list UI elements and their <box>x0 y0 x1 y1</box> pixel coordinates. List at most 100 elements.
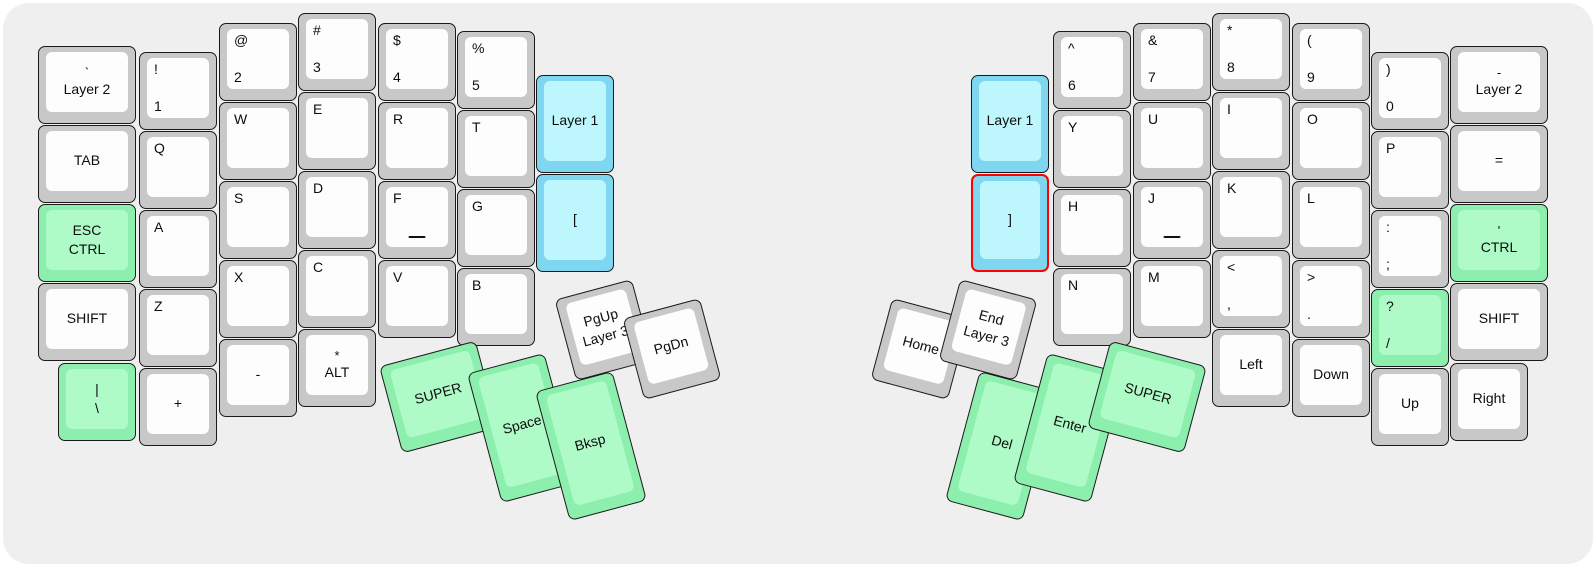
key-l-c6-r1[interactable]: %5 <box>457 31 535 109</box>
keycap-l-c3-r1: @2 <box>227 29 289 89</box>
key-r-c1-r1[interactable]: Layer 1 <box>971 75 1049 173</box>
key-l-c3-r3[interactable]: S <box>219 181 297 259</box>
key-r-c2-r3[interactable]: H <box>1053 189 1131 267</box>
key-l-c4-r5[interactable]: *ALT <box>298 329 376 407</box>
key-legend-main-l-c3-r5: - <box>255 366 261 383</box>
key-r-c5-r1[interactable]: (9 <box>1292 23 1370 101</box>
keycap-r-c5-r2: O <box>1300 108 1362 168</box>
key-r-c7-r3[interactable]: 'CTRL <box>1450 204 1548 282</box>
key-r-c6-r4[interactable]: ?/ <box>1371 289 1449 367</box>
keycap-r-c1-r1: Layer 1 <box>979 81 1041 161</box>
key-r-c5-r5[interactable]: Down <box>1292 339 1370 417</box>
key-r-c6-r5[interactable]: Up <box>1371 368 1449 446</box>
key-r-c6-r2[interactable]: P <box>1371 131 1449 209</box>
key-l-c1-r4[interactable]: SHIFT <box>38 283 136 361</box>
key-r-c5-r4[interactable]: >. <box>1292 260 1370 338</box>
keycap-r-c2-r1: ^6 <box>1061 37 1123 97</box>
keycap-l-c7-r1: Layer 1 <box>544 81 606 161</box>
keycap-l-c6-r4: B <box>465 274 527 334</box>
key-legend-top-l-c1-r5: | <box>95 381 99 398</box>
key-legend-main-r-c5-r2: O <box>1307 111 1318 127</box>
keycap-l-c2-r4: Z <box>147 295 209 355</box>
keycap-l-c5-r1: $4 <box>386 29 448 89</box>
key-r-c2-r4[interactable]: N <box>1053 268 1131 346</box>
keycap-r-c2-r2: Y <box>1061 116 1123 176</box>
key-r-c3-r4[interactable]: M <box>1133 260 1211 338</box>
key-legend-main-r-c3-r2: U <box>1148 111 1159 127</box>
key-legend-main-r-t-super: SUPER <box>1122 379 1174 408</box>
key-legend-main-r-c6-r5: Up <box>1401 395 1419 412</box>
key-legend-top-l-c4-r5: * <box>334 348 340 364</box>
key-legend-main-r-t-del: Del <box>989 432 1015 454</box>
key-legend-main-r-c1-r1: Layer 1 <box>986 112 1034 129</box>
key-l-c2-r1[interactable]: !1 <box>139 52 217 130</box>
key-l-c2-r3[interactable]: A <box>139 210 217 288</box>
key-l-c6-r2[interactable]: T <box>457 110 535 188</box>
key-l-c3-r2[interactable]: W <box>219 102 297 180</box>
key-r-c4-r2[interactable]: I <box>1212 92 1290 170</box>
key-r-c5-r2[interactable]: O <box>1292 102 1370 180</box>
keycap-l-c6-r2: T <box>465 116 527 176</box>
key-r-c7-r4[interactable]: SHIFT <box>1450 283 1548 361</box>
key-r-c1-r2[interactable]: ] <box>971 174 1049 272</box>
homing-bump-icon-l-c5-r3 <box>408 236 426 238</box>
key-legend-top-l-c2-r1: ! <box>154 61 158 77</box>
keycap-l-c2-r5: + <box>147 374 209 434</box>
key-r-c4-r4[interactable]: <, <box>1212 250 1290 328</box>
key-l-c7-r1[interactable]: Layer 1 <box>536 75 614 173</box>
key-r-c3-r2[interactable]: U <box>1133 102 1211 180</box>
key-l-c7-r2[interactable]: [ <box>536 174 614 272</box>
key-r-c6-r3[interactable]: :; <box>1371 210 1449 288</box>
key-l-c4-r2[interactable]: E <box>298 92 376 170</box>
key-r-c7-r2[interactable]: = <box>1450 125 1548 203</box>
key-r-c5-r3[interactable]: L <box>1292 181 1370 259</box>
key-l-c3-r4[interactable]: X <box>219 260 297 338</box>
key-r-c4-r5[interactable]: Left <box>1212 329 1290 407</box>
keycap-l-t-pgdn: PgDn <box>632 307 710 386</box>
key-legend-main-r-c6-r4: / <box>1386 334 1390 351</box>
key-l-c5-r3[interactable]: F <box>378 181 456 259</box>
keycap-l-c4-r4: C <box>306 256 368 316</box>
key-legend-main-r-c2-r2: Y <box>1068 119 1078 135</box>
key-r-c2-r2[interactable]: Y <box>1053 110 1131 188</box>
key-l-c6-r4[interactable]: B <box>457 268 535 346</box>
key-legend-main-l-c7-r1: Layer 1 <box>551 112 599 129</box>
key-l-c2-r4[interactable]: Z <box>139 289 217 367</box>
key-r-c7-r5[interactable]: Right <box>1450 363 1528 441</box>
keycap-r-c7-r3: 'CTRL <box>1458 210 1540 270</box>
key-r-c3-r1[interactable]: &7 <box>1133 23 1211 101</box>
key-r-c2-r1[interactable]: ^6 <box>1053 31 1131 109</box>
key-l-c4-r1[interactable]: #3 <box>298 13 376 91</box>
key-l-c3-r5[interactable]: - <box>219 339 297 417</box>
key-legend-main-l-c4-r3: D <box>313 180 324 196</box>
key-l-c2-r5[interactable]: + <box>139 368 217 446</box>
key-legend-main-l-c2-r5: + <box>173 395 183 412</box>
key-r-c7-r1[interactable]: -Layer 2 <box>1450 46 1548 124</box>
keycap-r-c5-r3: L <box>1300 187 1362 247</box>
key-l-c1-r5[interactable]: |\ <box>58 363 136 441</box>
keycap-r-t-super: SUPER <box>1099 349 1197 439</box>
keycap-l-c4-r1: #3 <box>306 19 368 79</box>
key-l-c6-r3[interactable]: G <box>457 189 535 267</box>
key-l-c1-r2[interactable]: TAB <box>38 125 136 203</box>
key-legend-top-l-c6-r1: % <box>472 40 485 56</box>
key-l-c4-r4[interactable]: C <box>298 250 376 328</box>
key-l-c1-r1[interactable]: `Layer 2 <box>38 46 136 124</box>
key-l-c5-r1[interactable]: $4 <box>378 23 456 101</box>
key-l-c3-r1[interactable]: @2 <box>219 23 297 101</box>
key-l-t-bksp[interactable]: Bksp <box>535 370 647 522</box>
key-legend-main-l-c3-r2: W <box>234 111 248 127</box>
key-l-c4-r3[interactable]: D <box>298 171 376 249</box>
key-legend-main-l-c3-r4: X <box>234 269 244 285</box>
key-r-c4-r1[interactable]: *8 <box>1212 13 1290 91</box>
keycap-l-c1-r5: |\ <box>66 369 128 429</box>
key-r-c3-r3[interactable]: J <box>1133 181 1211 259</box>
key-r-c6-r1[interactable]: )0 <box>1371 52 1449 130</box>
key-r-c4-r3[interactable]: K <box>1212 171 1290 249</box>
key-l-c5-r2[interactable]: R <box>378 102 456 180</box>
homing-bump-icon-r-c3-r3 <box>1163 236 1181 238</box>
key-l-c2-r2[interactable]: Q <box>139 131 217 209</box>
key-l-c5-r4[interactable]: V <box>378 260 456 338</box>
key-legend-main-r-c6-r3: ; <box>1386 255 1390 272</box>
